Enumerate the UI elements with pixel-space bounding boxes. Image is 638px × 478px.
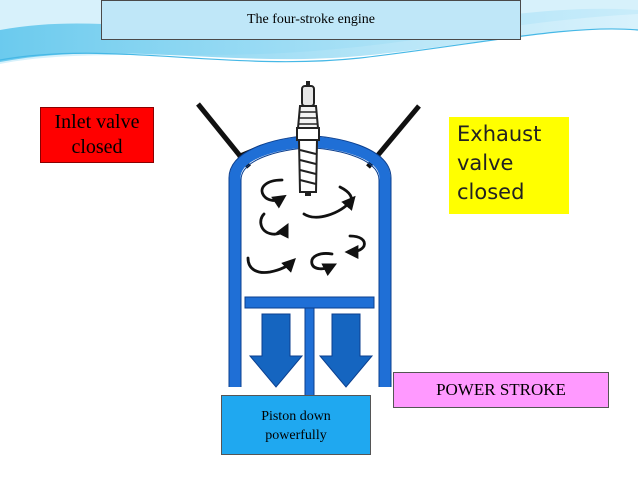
exhaust-label-line3: closed bbox=[457, 180, 525, 204]
swirl-arrow-icon bbox=[302, 195, 356, 219]
spark-plug-icon bbox=[296, 81, 320, 196]
swirl-arrow-icon bbox=[260, 178, 287, 209]
piston-label-line2: powerfully bbox=[265, 428, 327, 443]
swirl-arrow-icon bbox=[310, 252, 338, 277]
swirl-arrow-icon bbox=[259, 212, 289, 239]
stroke-name-label: POWER STROKE bbox=[393, 372, 609, 408]
down-arrow-icon bbox=[248, 313, 304, 388]
swirl-arrows bbox=[246, 178, 366, 277]
piston-label-line1: Piston down bbox=[261, 409, 331, 424]
inlet-valve-label: Inlet valve closed bbox=[40, 107, 154, 163]
piston-head bbox=[244, 296, 375, 309]
slide-title: The four-stroke engine bbox=[101, 0, 521, 40]
swirl-arrow-icon bbox=[246, 256, 296, 274]
exhaust-label-line2: valve bbox=[457, 151, 514, 175]
connecting-rod bbox=[304, 307, 315, 397]
swirl-arrow-icon bbox=[338, 185, 353, 206]
exhaust-label-line1: Exhaust bbox=[457, 122, 542, 146]
down-arrow-icon bbox=[318, 313, 374, 388]
inlet-label-line1: Inlet valve bbox=[54, 111, 140, 133]
swirl-arrow-icon bbox=[344, 234, 366, 259]
piston-motion-label: Piston down powerfully bbox=[221, 395, 371, 455]
inlet-label-line2: closed bbox=[71, 136, 123, 158]
exhaust-valve-label: Exhaust valve closed bbox=[449, 117, 569, 214]
